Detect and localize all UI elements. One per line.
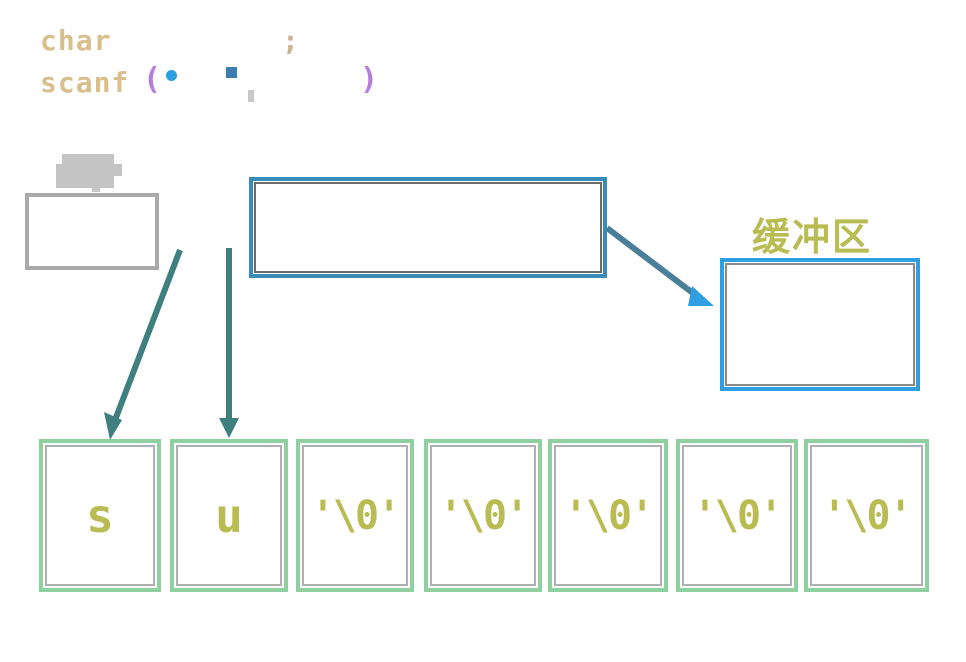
variable-name-blob-icon xyxy=(56,154,122,192)
array-cell-3-value: '\0' xyxy=(438,492,529,539)
format-marker-icon xyxy=(226,67,237,78)
array-cell-3: '\0' xyxy=(424,439,542,592)
semicolon: ; xyxy=(282,24,299,57)
quote-dot-icon xyxy=(166,70,177,81)
array-cell-4: '\0' xyxy=(548,439,668,592)
code-line-scanf: scanf xyxy=(40,66,129,100)
array-cell-0: s xyxy=(39,439,161,592)
array-cell-2: '\0' xyxy=(296,439,414,592)
scanf-keyword: scanf xyxy=(40,66,130,99)
array-cell-0-value: s xyxy=(86,488,114,543)
array-cell-2-value: '\0' xyxy=(310,492,401,539)
close-paren: ) xyxy=(360,62,379,97)
variable-box xyxy=(25,193,159,270)
char-keyword: char xyxy=(40,24,112,57)
buffer-box xyxy=(720,258,920,391)
input-box xyxy=(249,177,607,278)
arrow-to-buffer xyxy=(605,225,714,306)
array-cell-6: '\0' xyxy=(804,439,929,592)
array-cell-4-value: '\0' xyxy=(563,492,654,539)
array-cell-5-value: '\0' xyxy=(692,492,783,539)
array-cell-1-value: u xyxy=(215,488,243,543)
char-array: s u '\0' '\0' '\0' '\0' '\0' xyxy=(39,439,929,592)
arrow-to-cell-1 xyxy=(219,248,239,438)
open-paren: ( xyxy=(143,62,162,97)
array-cell-5: '\0' xyxy=(676,439,798,592)
buffer-label: 缓冲区 xyxy=(752,215,873,259)
array-cell-6-value: '\0' xyxy=(822,492,912,539)
array-cell-1: u xyxy=(170,439,288,592)
arrow-to-cell-0 xyxy=(104,248,183,440)
code-line-declaration: char xyxy=(40,24,111,58)
comma-mark-icon xyxy=(248,90,254,102)
